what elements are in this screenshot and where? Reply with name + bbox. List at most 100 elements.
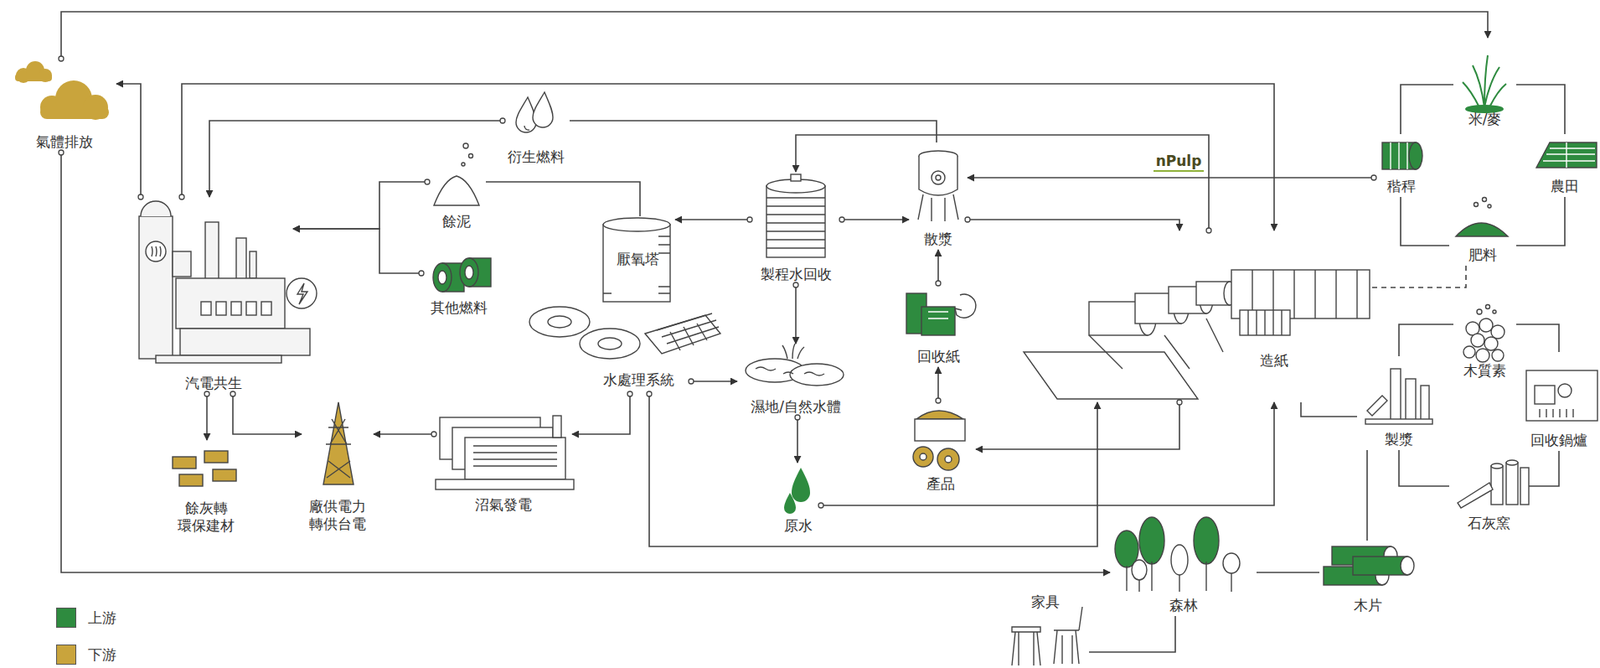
lignin-icon-part — [1486, 304, 1491, 310]
recycled-paper-icon-part — [928, 311, 949, 319]
connector — [691, 380, 738, 382]
lime-kiln-icon-part — [1506, 462, 1518, 505]
connector-origin-dot — [646, 391, 652, 397]
connector — [1256, 571, 1320, 573]
node-label: 木質素 — [1463, 361, 1507, 380]
connector — [569, 120, 937, 143]
lignin-icon-part — [1492, 309, 1497, 314]
cogeneration-plant-icon-part — [180, 328, 310, 356]
connector — [1400, 84, 1454, 135]
connector — [975, 402, 1180, 450]
furniture-icon-part — [1053, 606, 1083, 664]
lime-kiln-icon — [1457, 459, 1529, 508]
node-box: 廠供電力 轉供台電 — [301, 398, 374, 535]
connector-origin-dot — [418, 270, 424, 276]
ash-bricks-icon-part — [204, 450, 228, 463]
cloud-icon — [15, 61, 109, 120]
node-box: 森林 — [1109, 515, 1257, 616]
recovery-boiler-icon — [1526, 370, 1598, 421]
furniture-icon-part — [1011, 626, 1041, 666]
cogeneration-plant-icon-part — [140, 201, 171, 217]
paper-machine-icon — [1023, 269, 1370, 399]
lime-kiln-icon-part — [1506, 459, 1518, 465]
fuel-drops-icon-part — [532, 92, 553, 128]
connector — [967, 176, 1374, 179]
paper-machine-icon-part — [1239, 309, 1291, 336]
anaerobic-tower-icon-part — [645, 314, 721, 354]
product-icon-part — [913, 446, 934, 467]
pulper-icon-part — [935, 175, 941, 181]
straw-bale-icon — [1382, 142, 1423, 170]
paper-machine-icon-part — [1089, 318, 1224, 369]
cogeneration-plant-icon-part — [297, 283, 308, 305]
pulping-icon-part — [1365, 418, 1433, 424]
recycled-paper-icon-part — [954, 294, 976, 318]
cloud-icon-part — [40, 105, 109, 119]
connector-origin-dot — [58, 56, 64, 62]
biogas-generator-icon-part — [464, 437, 566, 480]
fuel-roll-icon-part — [464, 265, 474, 279]
legend-swatch — [56, 607, 77, 628]
cogeneration-plant-icon-part — [155, 355, 282, 363]
node-label: 氣體排放 — [36, 133, 93, 151]
node-box: 沼氣發電 — [433, 410, 573, 516]
connector — [795, 134, 1209, 231]
connector — [967, 219, 1180, 231]
node-box: 其他燃料 — [421, 251, 497, 319]
raw-water-icon-part — [791, 467, 811, 502]
node-box: 原水 — [774, 462, 821, 537]
cogeneration-plant-icon-part — [286, 278, 317, 309]
node-box: 肥料 — [1449, 194, 1517, 266]
cogeneration-plant-icon-part — [175, 278, 285, 329]
lignin-icon-part — [1491, 325, 1505, 339]
connector-origin-dot — [793, 282, 799, 288]
connector-origin-dot — [818, 502, 824, 508]
lignin-icon-part — [1484, 336, 1498, 351]
wood-chips-icon — [1323, 546, 1415, 585]
connector — [1528, 450, 1559, 486]
raw-water-icon-part — [784, 492, 796, 514]
connector — [61, 11, 1488, 59]
recovery-boiler-icon-part — [1526, 370, 1598, 421]
connector — [1366, 449, 1368, 541]
connector — [675, 218, 750, 221]
pulper-icon-part — [918, 194, 959, 222]
connector — [1300, 402, 1358, 417]
legend: 上游下游 — [56, 604, 117, 668]
biogas-generator-icon-part — [552, 415, 562, 438]
sludge-icon — [433, 143, 480, 206]
ash-bricks-icon — [172, 450, 237, 486]
connector-origin-dot — [500, 118, 506, 124]
node-label: 其他燃料 — [430, 299, 488, 317]
cogeneration-plant-icon-part — [231, 301, 242, 315]
product-icon-part — [919, 453, 927, 460]
connector-origin-dot — [424, 179, 430, 185]
farmland-icon — [1536, 142, 1597, 168]
node-box: 濕地/自然水體 — [737, 343, 855, 418]
node-box: 米/麥 — [1453, 37, 1517, 130]
legend-swatch — [56, 644, 77, 665]
node-box: 汽電共生 — [134, 196, 294, 394]
node-box: 餘灰轉 環保建材 — [164, 439, 248, 537]
node-box: 農田 — [1532, 134, 1597, 197]
anaerobic-tower-icon-part — [547, 315, 572, 328]
connector — [841, 218, 909, 221]
paper-machine-icon-part — [1023, 351, 1198, 399]
lime-kiln-icon-part — [1491, 463, 1503, 469]
node-box: 散漿 — [908, 142, 968, 250]
connector — [293, 228, 422, 274]
forest-icon-part — [1223, 552, 1240, 573]
raw-water-icon — [784, 467, 811, 514]
rice-wheat-icon — [1462, 55, 1507, 113]
legend-item: 下游 — [56, 641, 117, 667]
node-box: 木質素 — [1453, 297, 1517, 382]
farmland-icon-part — [1543, 142, 1595, 168]
connector-origin-dot — [935, 280, 941, 286]
node-label: 餘泥 — [442, 212, 471, 231]
lignin-icon-part — [1476, 348, 1490, 362]
forest-icon-part — [1205, 561, 1207, 591]
wetland-icon — [745, 343, 844, 386]
connector — [937, 366, 940, 401]
node-box: 餘泥 — [427, 138, 486, 233]
fuel-drops-icon-part — [524, 125, 530, 130]
